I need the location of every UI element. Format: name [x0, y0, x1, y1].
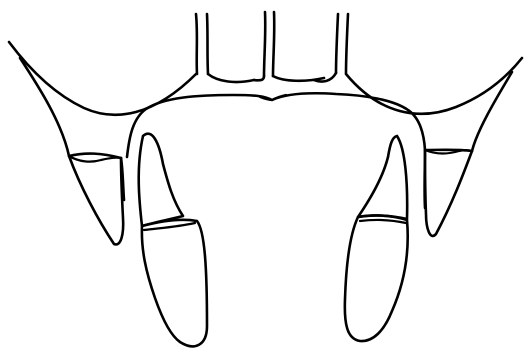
right-lower-bone	[345, 136, 408, 341]
outer-left-sweep	[9, 42, 196, 115]
left-lower-bone	[139, 134, 207, 347]
right-outer-bone	[425, 150, 472, 236]
outer-right-sweep	[346, 58, 522, 114]
main-arch-frame	[9, 42, 522, 208]
left-outer-bone	[69, 156, 123, 244]
right-outer-bone-shape	[425, 150, 472, 236]
tube-left-middle-join	[254, 76, 264, 80]
left-outer-bone-join	[69, 156, 121, 162]
left-outer-bone-shape	[69, 156, 123, 244]
inner-right-sweep	[472, 72, 512, 151]
right-lower-bone-lower	[345, 216, 408, 342]
tube-left-inner-line	[207, 14, 208, 74]
tube-left-outer-line	[196, 14, 197, 74]
inner-left-sweep	[20, 58, 69, 156]
top-tubes	[196, 12, 348, 82]
tube-right-inner-line	[336, 14, 338, 73]
left-lower-bone-lower	[142, 220, 207, 347]
tube-middle-left-line	[264, 12, 265, 76]
right-lower-bone-upper	[358, 136, 407, 219]
right-lower-bone-joint	[360, 220, 406, 223]
tube-left-bottom	[208, 74, 254, 82]
left-lower-bone-upper	[139, 134, 183, 226]
tube-right-outer-line	[346, 14, 348, 73]
tube-middle-right-line	[273, 12, 274, 76]
